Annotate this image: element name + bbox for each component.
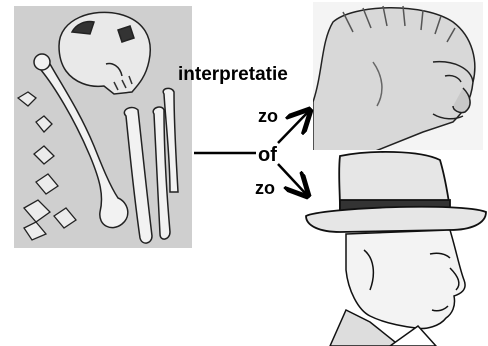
fossil-bones-drawing — [14, 6, 192, 248]
or-label: of — [258, 144, 277, 167]
option-top-label: zo — [258, 106, 278, 127]
archaic-human-illustration — [313, 2, 483, 152]
archaic-human-drawing — [313, 2, 483, 152]
option-bottom-label: zo — [255, 178, 275, 199]
interpretation-label: interpretatie — [178, 64, 288, 86]
face-shape — [330, 230, 465, 346]
arrow-to-archaic — [278, 112, 308, 143]
modern-man-drawing — [300, 150, 488, 346]
fossil-bones-illustration — [14, 6, 192, 248]
hat-shape — [306, 152, 486, 232]
modern-man-illustration — [300, 150, 488, 346]
